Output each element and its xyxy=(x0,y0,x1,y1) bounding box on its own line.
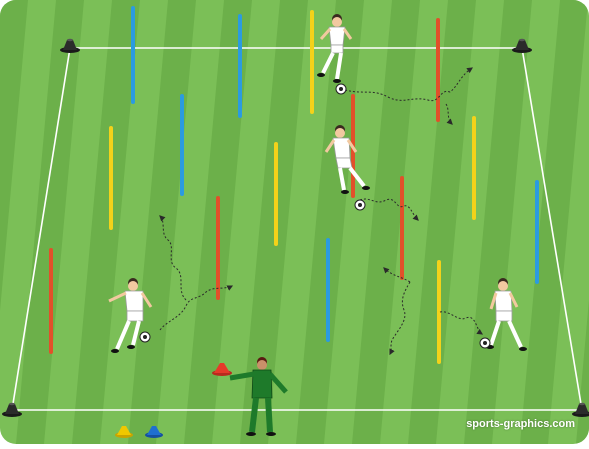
ball-middle xyxy=(355,200,365,210)
watermark: sports-graphics.com xyxy=(466,418,575,430)
ball-top xyxy=(336,84,346,94)
ball-bottom-right xyxy=(480,338,490,348)
ball-bottom-left xyxy=(140,332,150,342)
